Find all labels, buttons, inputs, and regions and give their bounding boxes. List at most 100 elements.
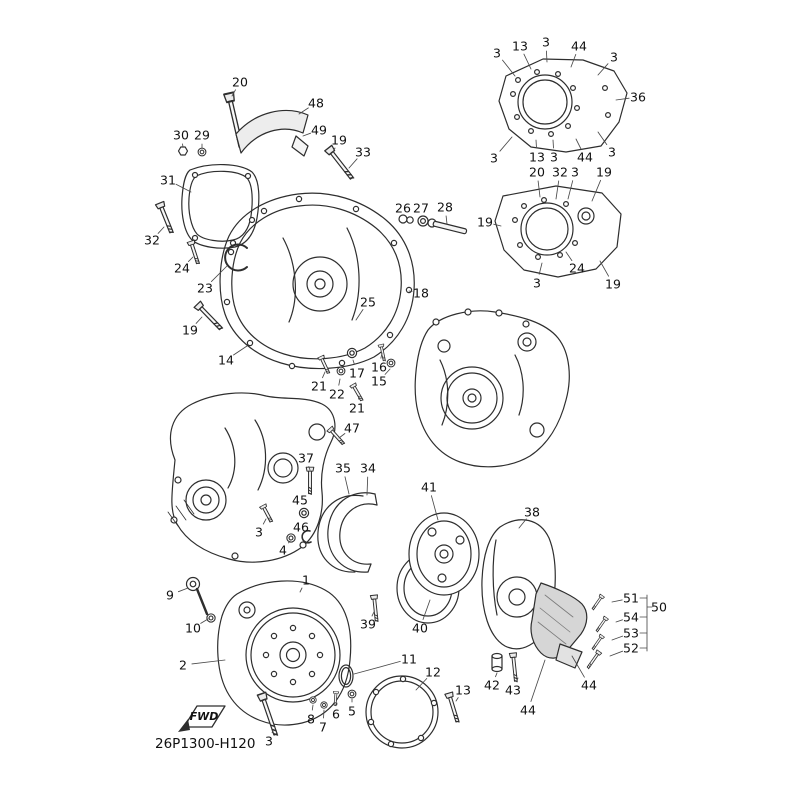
leader-line xyxy=(338,378,341,386)
oring-10 xyxy=(206,613,216,623)
part-callout-13: 13 xyxy=(455,683,471,698)
part-callout-10: 10 xyxy=(185,621,201,636)
part-callout-48: 48 xyxy=(308,96,324,111)
fwd-marker: FWD xyxy=(178,705,226,732)
part-callout-35: 35 xyxy=(335,461,351,476)
leader-line xyxy=(233,345,248,356)
part-callout-47: 47 xyxy=(344,421,360,436)
leader-line xyxy=(380,352,383,359)
leader-line xyxy=(352,359,355,365)
leader-line xyxy=(518,518,527,529)
leader-line xyxy=(311,704,314,711)
part-callout-32: 32 xyxy=(144,233,160,248)
part-callout-29: 29 xyxy=(194,128,210,143)
leader-line xyxy=(187,256,194,263)
part-callout-19: 19 xyxy=(331,133,347,148)
leader-line xyxy=(530,659,546,702)
part-callout-1: 1 xyxy=(302,573,310,588)
part-callout-26: 26 xyxy=(395,201,411,216)
part-callout-11: 11 xyxy=(401,652,417,667)
crankcase-cover-top xyxy=(219,192,415,370)
part-callout-21: 21 xyxy=(311,379,327,394)
part-callout-54: 54 xyxy=(623,610,639,625)
leader-line xyxy=(516,677,519,683)
part-callout-2: 2 xyxy=(179,658,187,673)
leader-line xyxy=(308,466,311,471)
leader-line xyxy=(323,709,325,719)
cover-12-group xyxy=(338,664,463,749)
leader-line xyxy=(182,143,184,148)
part-callout-7: 7 xyxy=(319,720,327,735)
part-callout-31: 31 xyxy=(160,173,176,188)
part-callout-15: 15 xyxy=(371,374,387,389)
part-callout-53: 53 xyxy=(623,626,639,641)
rotor-40-41 xyxy=(396,512,480,624)
part-callout-20: 20 xyxy=(529,165,545,180)
leader-line xyxy=(430,495,439,521)
part-callout-19: 19 xyxy=(605,277,621,292)
leader-line xyxy=(271,729,274,733)
washer-29 xyxy=(197,147,207,157)
part-callout-21: 21 xyxy=(349,401,365,416)
leader-line xyxy=(353,660,401,675)
crankcase-left-half xyxy=(167,392,336,563)
nut-30 xyxy=(177,146,189,156)
leader-line xyxy=(302,132,312,137)
leader-line xyxy=(355,309,364,321)
drawing-number: 26P1300-H120 xyxy=(155,736,255,752)
leader-line xyxy=(523,53,532,70)
leader-line xyxy=(571,655,585,678)
leader-line xyxy=(210,265,228,283)
part-callout-33: 33 xyxy=(355,145,371,160)
part-callout-44: 44 xyxy=(571,39,587,54)
leader-line xyxy=(609,650,624,657)
crankcase-cover-1 xyxy=(217,580,352,726)
leader-line xyxy=(535,139,537,149)
bolt-19-left xyxy=(193,300,226,333)
leader-line xyxy=(157,226,165,234)
leader-line xyxy=(175,183,192,193)
part-callout-19: 19 xyxy=(596,165,612,180)
part-callout-8: 8 xyxy=(307,712,315,727)
crankcase-right-half xyxy=(414,308,570,468)
leader-line xyxy=(455,697,459,702)
leader-line xyxy=(565,251,573,262)
part-callout-44: 44 xyxy=(581,678,597,693)
leader-line xyxy=(597,131,608,146)
dipstick-9 xyxy=(185,576,209,616)
part-callout-45: 45 xyxy=(292,493,308,508)
part-callout-36: 36 xyxy=(630,90,646,105)
part-callout-6: 6 xyxy=(332,707,340,722)
leader-line xyxy=(338,433,346,439)
leader-line xyxy=(538,262,543,275)
leader-line xyxy=(611,599,623,603)
part-callout-12: 12 xyxy=(425,665,441,680)
part-callout-9: 9 xyxy=(166,588,174,603)
leader-line xyxy=(298,107,309,115)
leader-line xyxy=(567,180,574,200)
leader-line xyxy=(288,540,291,544)
part-callout-43: 43 xyxy=(505,683,521,698)
part-callout-46: 46 xyxy=(293,520,309,535)
part-callout-39: 39 xyxy=(360,617,376,632)
part-callout-16: 16 xyxy=(371,360,387,375)
leader-line xyxy=(599,260,610,277)
part-callout-44: 44 xyxy=(577,150,593,165)
part-callout-51: 51 xyxy=(623,591,639,606)
part-callout-20: 20 xyxy=(232,75,248,90)
part-callout-3: 3 xyxy=(255,525,263,540)
part-callout-28: 28 xyxy=(437,200,453,215)
part-callout-41: 41 xyxy=(421,480,437,495)
leader-line xyxy=(615,619,623,623)
leader-line xyxy=(499,136,513,152)
part-callout-3: 3 xyxy=(542,35,550,50)
part-callout-3: 3 xyxy=(571,165,579,180)
leader-line xyxy=(358,395,360,400)
part-callout-37: 37 xyxy=(298,451,314,466)
part-callout-3: 3 xyxy=(265,734,273,749)
bracket-48-49 xyxy=(235,109,309,157)
part-callout-50: 50 xyxy=(651,600,667,615)
leader-line xyxy=(366,476,369,496)
